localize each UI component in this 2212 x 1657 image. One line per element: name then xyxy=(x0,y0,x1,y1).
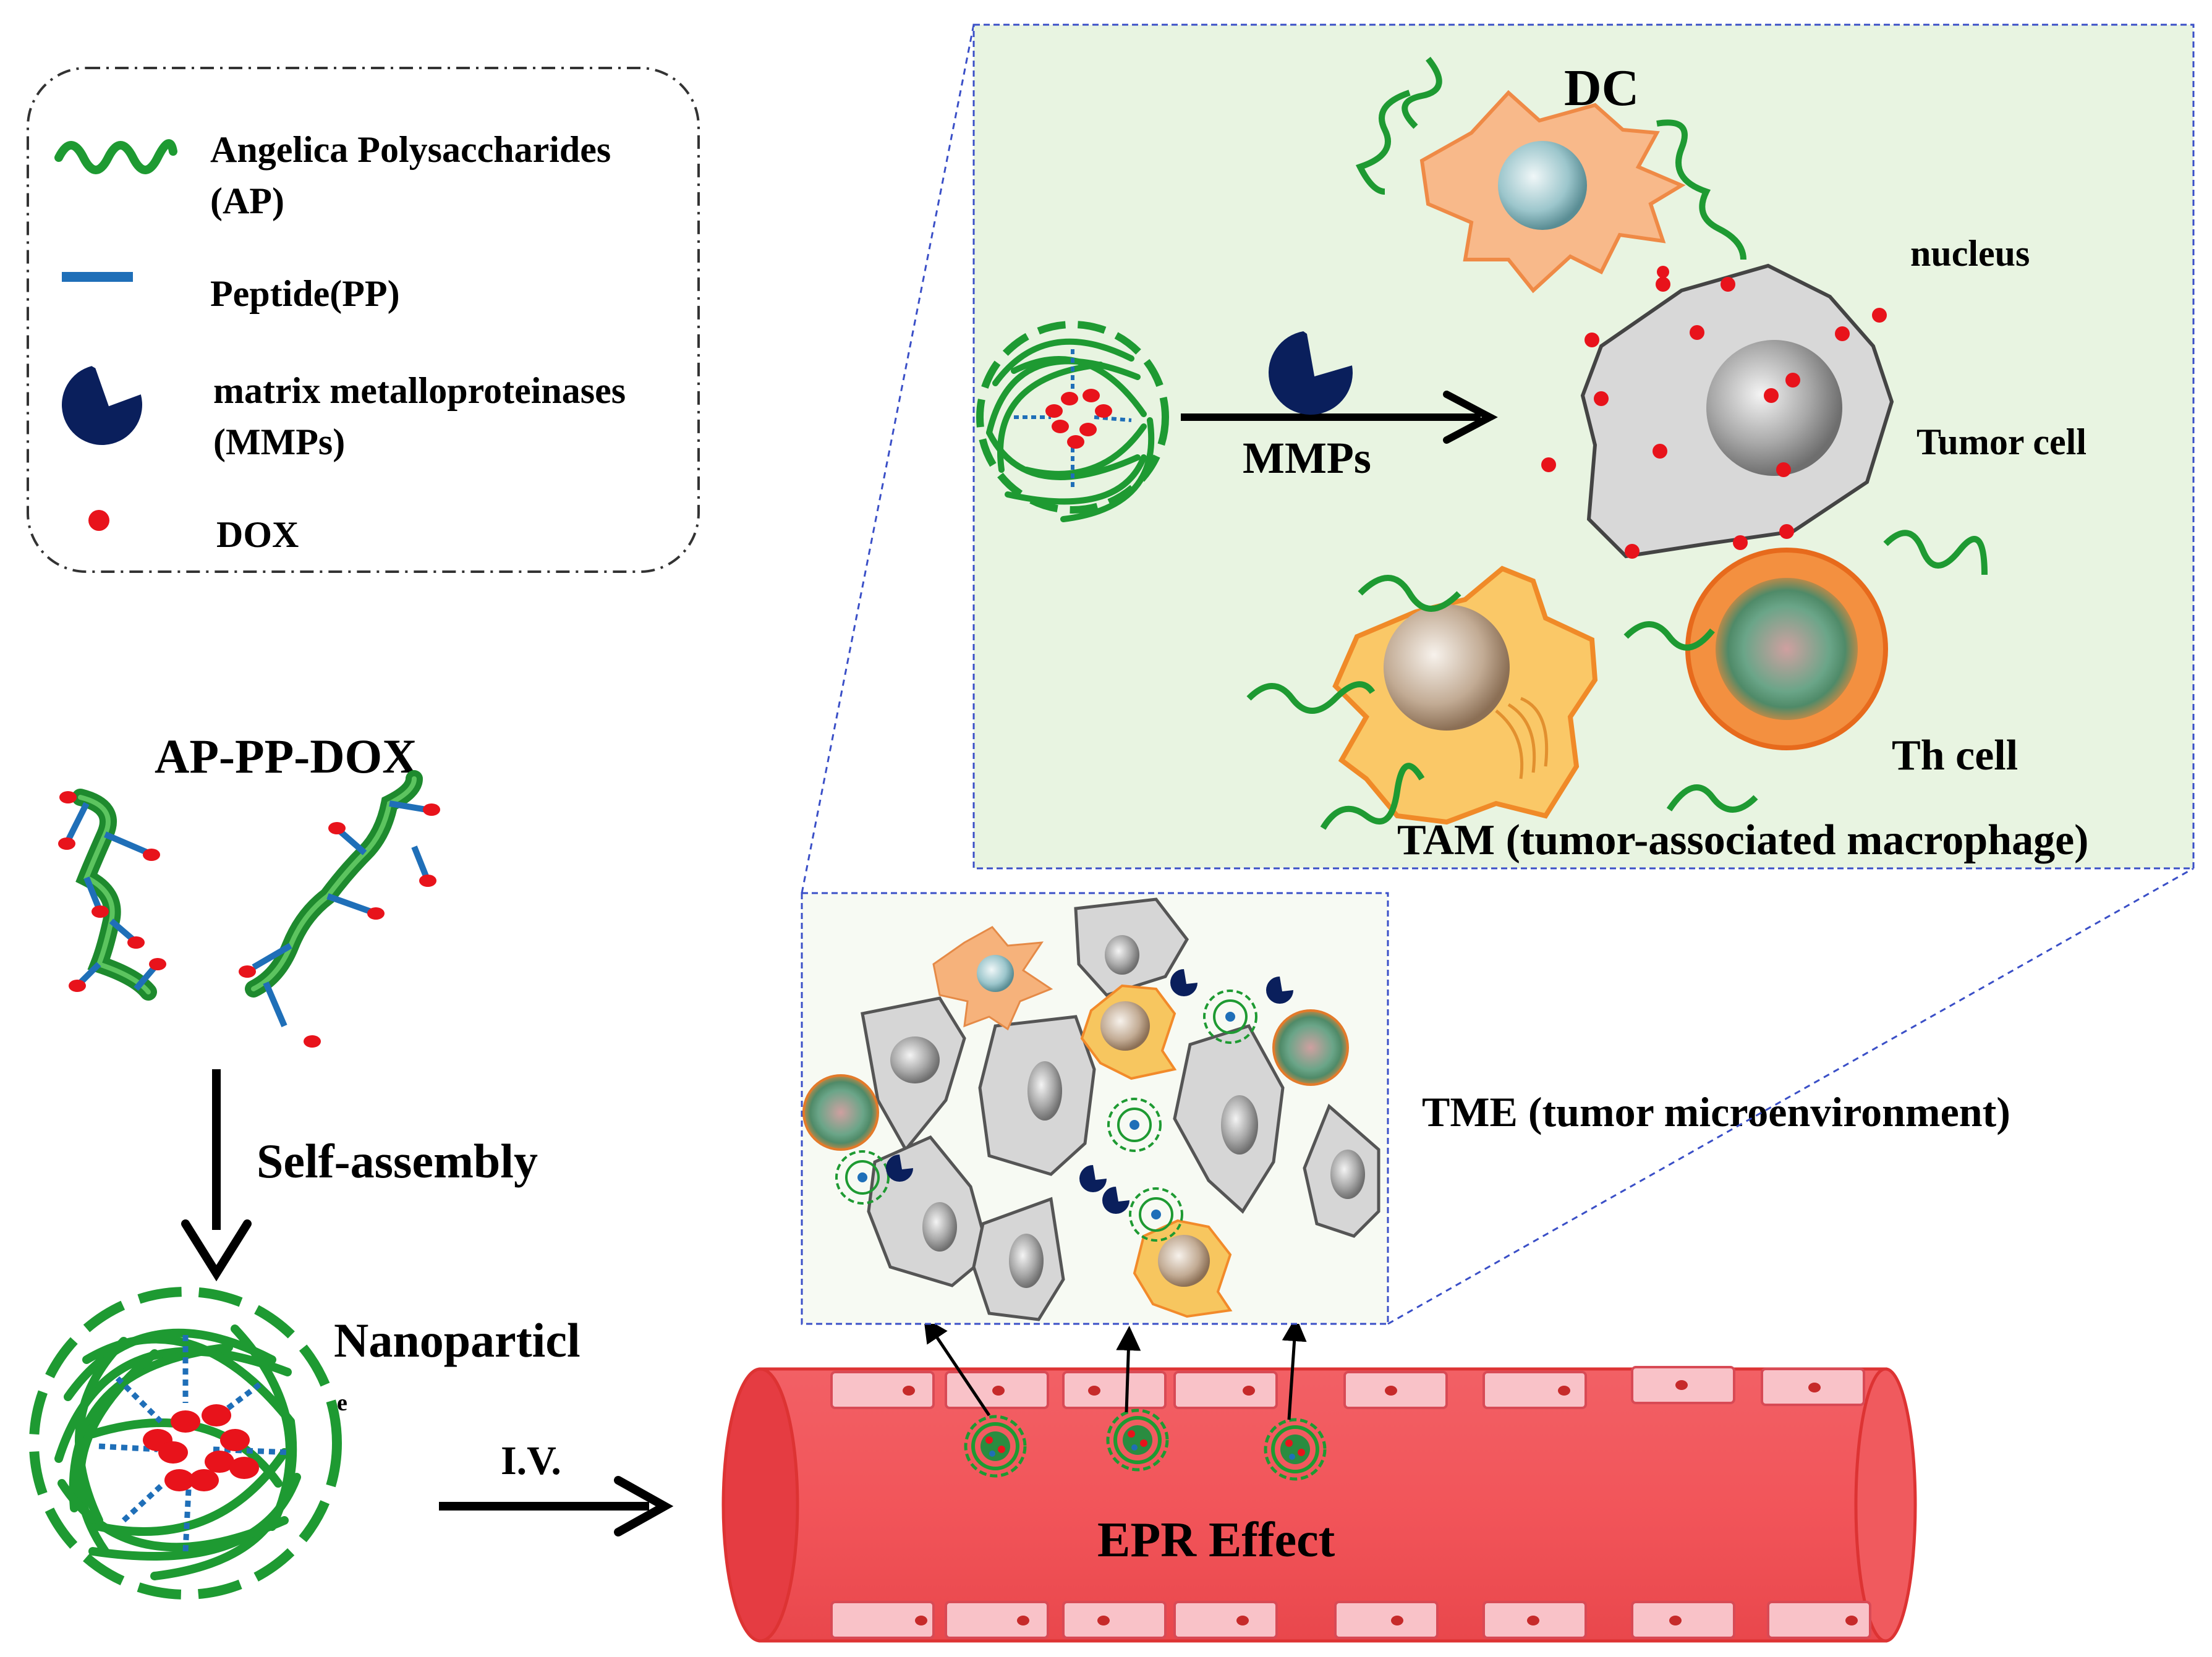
vessel-nanoparticle xyxy=(964,1415,1027,1478)
wavy-line-icon xyxy=(54,139,177,174)
nanoparticle-label-b: e xyxy=(337,1390,347,1416)
th-cell-label: Th cell xyxy=(1892,732,2018,779)
iv-arrow xyxy=(439,1476,674,1536)
vessel-nanoparticle xyxy=(1106,1409,1169,1472)
extravasation-arrows xyxy=(923,1316,1307,1420)
pacman-enzyme-icon xyxy=(62,366,142,445)
tme-dendritic-cell xyxy=(932,926,1053,1031)
conjugate-label: AP-PP-DOX xyxy=(155,729,417,783)
tme-th-cell xyxy=(802,1074,879,1151)
blue-bar-icon xyxy=(62,272,133,282)
mmps-label: MMPs xyxy=(1243,433,1371,483)
tumor-cell xyxy=(1541,263,1894,559)
tumor-cell-label: Tumor cell xyxy=(1916,422,2087,462)
tam-label: TAM (tumor-associated macrophage) xyxy=(1397,816,2089,864)
legend-box: Angelica Polysaccharides (AP) Peptide(PP… xyxy=(27,67,700,573)
legend-pp-label: Peptide(PP) xyxy=(210,273,400,314)
tme-panel xyxy=(801,892,1389,1325)
blood-vessel xyxy=(721,1366,1917,1643)
iv-label: I.V. xyxy=(501,1438,561,1483)
zoom-panel: DC M xyxy=(972,23,2195,870)
zoom-connectors xyxy=(801,24,2194,1325)
legend-dox-label: DOX xyxy=(216,514,299,555)
dc-label: DC xyxy=(1564,59,1639,117)
mmp-enzyme-icon xyxy=(1269,331,1353,415)
red-dot-icon xyxy=(88,510,109,531)
nanoparticle-label-a: Nanoparticl xyxy=(334,1313,581,1367)
legend-mmp-line2: (MMPs) xyxy=(213,422,345,462)
tme-label: TME (tumor microenvironment) xyxy=(1422,1088,2010,1135)
legend-ap-line1: Angelica Polysaccharides xyxy=(210,129,611,170)
tme-th-cell xyxy=(1272,1009,1349,1086)
tme-macrophage xyxy=(1133,1219,1233,1318)
tme-nanoparticles xyxy=(835,990,1257,1242)
tumor-nucleus xyxy=(1706,340,1842,476)
dendritic-cell xyxy=(1355,56,1746,294)
vessel-nanoparticle xyxy=(1264,1418,1327,1481)
nanoparticle-large xyxy=(29,1287,342,1600)
legend-mmp-line1: matrix metalloproteinases xyxy=(213,370,626,411)
mmps-arrow xyxy=(1181,331,1498,444)
legend-ap-line2: (AP) xyxy=(210,180,284,221)
panel-nanoparticle xyxy=(976,321,1169,522)
epr-label: EPR Effect xyxy=(1097,1513,1335,1567)
conjugate-chains xyxy=(58,770,440,1048)
self-assembly-arrow xyxy=(181,1069,252,1282)
self-assembly-label: Self-assembly xyxy=(257,1134,538,1188)
tme-macrophage xyxy=(1080,984,1177,1080)
th-cell xyxy=(1623,530,1988,813)
nucleus-label: nucleus xyxy=(1910,233,2030,274)
tam-cell xyxy=(1246,566,1598,830)
